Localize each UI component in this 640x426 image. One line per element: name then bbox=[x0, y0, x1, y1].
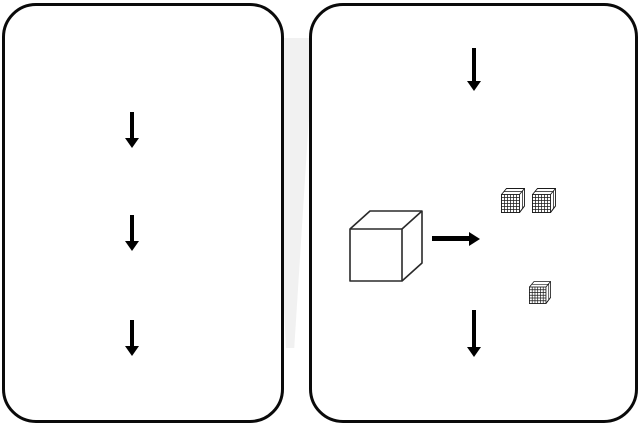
down-arrow-top bbox=[466, 48, 482, 92]
down-arrow-1 bbox=[124, 112, 140, 148]
protein-ligand-cube-icon bbox=[349, 210, 423, 282]
right-arrow bbox=[432, 232, 482, 246]
voxel-cube-icon-1 bbox=[501, 188, 525, 213]
voxel-cube-icon-electron-density bbox=[529, 281, 551, 304]
left-panel-data-preparation bbox=[2, 3, 284, 423]
down-arrow-3 bbox=[124, 320, 140, 356]
down-arrow-2 bbox=[124, 215, 140, 251]
voxel-cube-icon-2 bbox=[532, 188, 556, 213]
down-arrow-bottom bbox=[466, 310, 482, 358]
